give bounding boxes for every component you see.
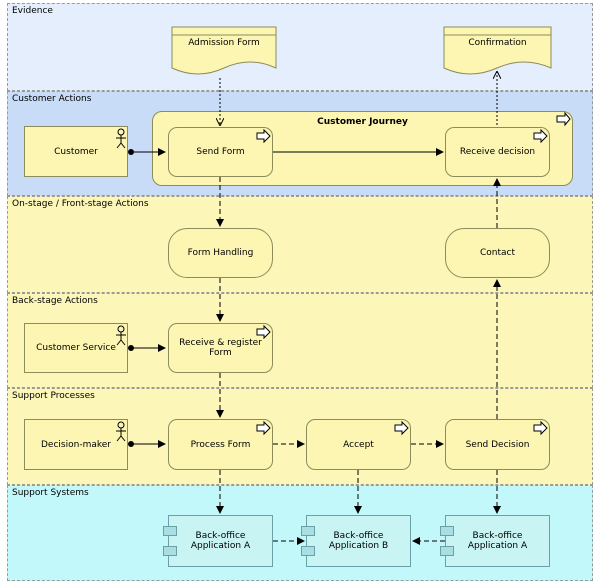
process-form-process[interactable]: Process Form <box>168 419 273 470</box>
app2-line2: Application B <box>328 541 389 551</box>
send-form-label: Send Form <box>196 147 245 157</box>
process-form-label: Process Form <box>190 439 251 450</box>
lane-label-customer-actions: Customer Actions <box>12 94 92 104</box>
form-handling-service[interactable]: Form Handling <box>168 228 273 278</box>
receive-register-process[interactable]: Receive & register Form <box>168 323 273 373</box>
confirmation-label[interactable]: Confirmation <box>468 38 527 48</box>
component-pin-icon <box>440 526 454 536</box>
decision-maker-actor[interactable]: Decision-maker <box>24 419 128 470</box>
lane-label-support-processes: Support Processes <box>12 391 95 401</box>
decision-maker-label: Decision-maker <box>41 439 111 450</box>
send-decision-label: Send Decision <box>465 439 530 450</box>
send-form-process[interactable]: Send Form <box>168 127 273 177</box>
app-backoffice-a-right[interactable]: Back-office Application A <box>440 515 550 567</box>
lane-label-evidence: Evidence <box>12 6 53 16</box>
accept-process[interactable]: Accept <box>306 419 411 470</box>
app3-line1: Back-office <box>472 531 523 541</box>
customer-service-actor[interactable]: Customer Service <box>24 323 128 373</box>
customer-actor-label: Customer <box>54 146 98 157</box>
component-pin-icon <box>301 526 315 536</box>
app3-label: Back-office Application A <box>468 531 527 551</box>
app3-line2: Application A <box>467 541 528 551</box>
app-backoffice-b[interactable]: Back-office Application B <box>301 515 411 567</box>
send-decision-process[interactable]: Send Decision <box>445 419 550 470</box>
accept-label: Accept <box>343 439 374 450</box>
receive-decision-process[interactable]: Receive decision <box>445 127 550 177</box>
customer-service-label: Customer Service <box>36 343 116 353</box>
app1-line2: Application A <box>190 541 251 551</box>
app2-label: Back-office Application B <box>329 531 388 551</box>
admission-form-label[interactable]: Admission Form <box>188 38 260 48</box>
contact-service[interactable]: Contact <box>445 228 550 278</box>
component-pin-icon <box>163 526 177 536</box>
app-backoffice-a-left[interactable]: Back-office Application A <box>163 515 273 567</box>
lane-label-onstage: On-stage / Front-stage Actions <box>12 199 149 209</box>
receive-decision-label: Receive decision <box>459 147 536 157</box>
app2-line1: Back-office <box>333 531 384 541</box>
app1-label: Back-office Application A <box>191 531 250 551</box>
contact-label: Contact <box>479 248 515 258</box>
customer-journey-title: Customer Journey <box>317 117 408 127</box>
lane-label-backstage: Back-stage Actions <box>12 296 98 306</box>
component-pin-icon <box>301 546 315 556</box>
app1-line1: Back-office <box>195 531 246 541</box>
receive-register-label: Receive & register Form <box>179 338 262 358</box>
form-handling-label: Form Handling <box>187 248 254 258</box>
customer-actor[interactable]: Customer <box>24 126 128 177</box>
component-pin-icon <box>163 546 177 556</box>
lane-label-support-systems: Support Systems <box>12 488 89 498</box>
component-pin-icon <box>440 546 454 556</box>
